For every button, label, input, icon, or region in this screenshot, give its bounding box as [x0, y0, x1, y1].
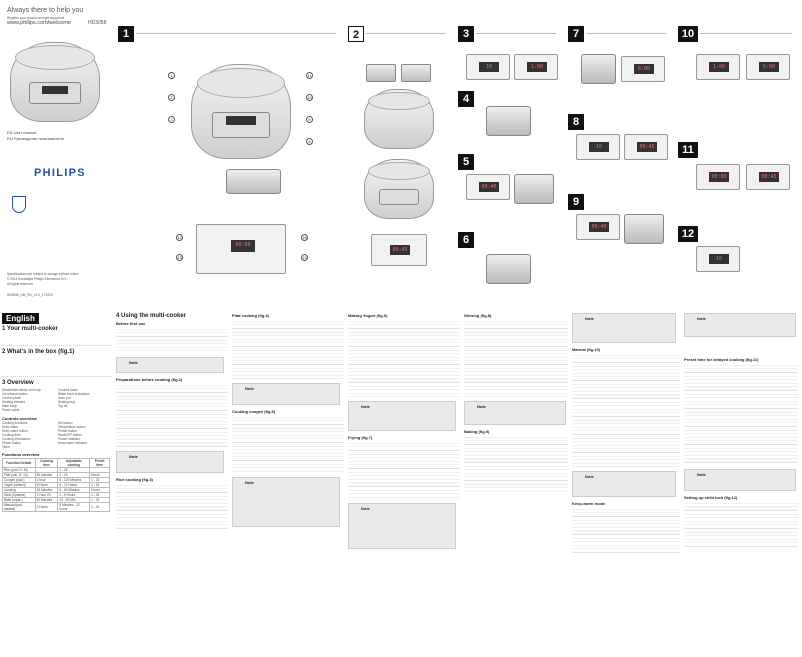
- pilaf-title: Pilaf cooking (fig.4): [232, 313, 269, 318]
- cooker-exploded-image: [191, 64, 291, 159]
- cover-tagline: Always there to help you: [7, 7, 84, 14]
- fig3-6-panel: 3 10 1:00 4 5 00:40 6: [456, 24, 561, 300]
- ov-item: Sealing ring: [58, 400, 75, 405]
- philips-shield-icon: [12, 196, 26, 213]
- ov-item: Detachable steam vent cap: [2, 388, 41, 392]
- step-number-6: 6: [458, 232, 474, 248]
- yogurt-title: Making Yogurt (fig.6): [348, 313, 388, 318]
- ctrl-item: Preset indicator: [58, 436, 81, 441]
- step-number-4: 4: [458, 91, 474, 107]
- prep-title: Preparations before cooking (fig.2): [116, 377, 183, 382]
- cover-panel: Always there to help you Register your p…: [0, 0, 112, 300]
- fig1-panel: 1 00:00 1 2 3 11 10 9 8 12 13 18 19: [116, 24, 341, 300]
- before-first-use-title: Before first use: [116, 321, 146, 326]
- childlock-title: Setting up child lock (fig.12): [684, 495, 738, 500]
- step-number-3: 3: [458, 26, 474, 42]
- ctrl-item: Start/OFF button: [58, 432, 82, 437]
- cover-register: Register your product and get support at: [7, 16, 65, 20]
- ov-item: Water level indications: [58, 392, 90, 397]
- col7-text: Note Preset time for delayed cooking (fi…: [684, 313, 798, 653]
- ctrl-item: Temperature button: [58, 424, 86, 429]
- col5-text: Stewing (fig.8) Note Baking (fig.9): [464, 313, 568, 653]
- rice-title: Rice cooking (fig.3): [116, 477, 153, 482]
- ctrl-item: Keep warm button: [2, 428, 28, 433]
- manual-title: Manual (fig.10): [572, 347, 601, 352]
- col1-text: 1 Your multi-cooker 2 What's in the box …: [2, 326, 112, 656]
- ctrl-item: Cooking information: [2, 436, 31, 441]
- ov-item: Main body: [2, 404, 17, 409]
- lang-ru: RU Руководство пользователя: [7, 136, 64, 141]
- section-3-title: 3 Overview: [2, 380, 34, 386]
- copyright: © 2014 Koninklijke Philips Electronics N…: [7, 277, 67, 281]
- col6-text: Note Manual (fig.10) Note Keep-warm mode: [572, 313, 680, 653]
- ctrl-item: Preset button: [58, 428, 77, 433]
- cover-model: HD3058: [88, 20, 107, 26]
- col4-text: Making Yogurt (fig.6) Note Frying (fig.7…: [348, 313, 460, 653]
- ctrl-item: Keep warm indicator: [58, 441, 88, 446]
- section-2-title: 2 What's in the box (fig.1): [2, 349, 75, 355]
- lang-en: EN User manual: [7, 130, 37, 135]
- functions-title: Functions overview: [2, 452, 40, 458]
- col2-text: 4 Using the multi-cooker Before first us…: [116, 313, 228, 653]
- fig10-12-panel: 10 1:00 6:00 11 00:00 00:45 12 10: [676, 24, 796, 300]
- english-tab: English: [2, 313, 39, 324]
- baking-title: Baking (fig.9): [464, 429, 490, 434]
- ov-item: Heating element: [2, 400, 26, 405]
- ov-item: Lid release button: [2, 392, 28, 397]
- ov-item: Inner pot: [58, 396, 71, 401]
- step-number-1: 1: [118, 26, 134, 42]
- stewing-title: Stewing (fig.8): [464, 313, 492, 318]
- rights: All rights reserved.: [7, 282, 34, 286]
- ctrl-item: Keep warm: [2, 424, 19, 429]
- fig7-9-panel: 7 6:00 8 10 00:45 9 00:40: [566, 24, 671, 300]
- step-number-2: 2: [348, 26, 364, 42]
- ctrl-item: Preset button: [2, 441, 21, 446]
- preset-title: Preset time for delayed cooking (fig.11): [684, 357, 759, 362]
- section-1-title: 1 Your multi-cooker: [2, 326, 58, 332]
- step-number-10: 10: [678, 26, 698, 42]
- spec-note: Specifications are subject to change wit…: [7, 272, 79, 276]
- control-panel-image: 00:00: [196, 224, 286, 274]
- step-number-11: 11: [678, 142, 698, 158]
- ov-item: Top lid: [58, 404, 68, 409]
- fig2-panel: 2 00:45: [346, 24, 451, 300]
- doc-code: HD3058_UM_RU_V1.0_170216: [7, 293, 53, 297]
- ov-item: Control panel: [2, 396, 21, 401]
- ctrl-item: Timer: [2, 445, 11, 450]
- keepwarm-title: Keep-warm mode: [572, 501, 606, 506]
- step-number-5: 5: [458, 154, 474, 170]
- col3-text: Pilaf cooking (fig.4) Note Cooking conge…: [232, 313, 344, 653]
- step-number-9: 9: [568, 194, 584, 210]
- multicooker-image: [10, 42, 100, 122]
- congee-title: Cooking congee (fig.5): [232, 409, 276, 414]
- step-number-8: 8: [568, 114, 584, 130]
- step-number-7: 7: [568, 26, 584, 42]
- ctrl-item: Cooking functions: [2, 420, 28, 425]
- cover-url[interactable]: www.philips.com/welcome: [7, 20, 71, 26]
- philips-logo: PHILIPS: [34, 167, 86, 179]
- inner-pot-image: [226, 169, 281, 194]
- ctrl-item: Cooking time: [2, 432, 21, 437]
- step-number-12: 12: [678, 226, 698, 242]
- ctrl-item: Set button: [58, 420, 73, 425]
- controls-title: Controls overview: [2, 415, 37, 421]
- section-4-title: 4 Using the multi-cooker: [116, 313, 187, 319]
- ov-item: Cooked foods: [58, 388, 78, 392]
- frying-title: Frying (fig.7): [348, 435, 373, 440]
- ov-item: Power cable: [2, 408, 20, 413]
